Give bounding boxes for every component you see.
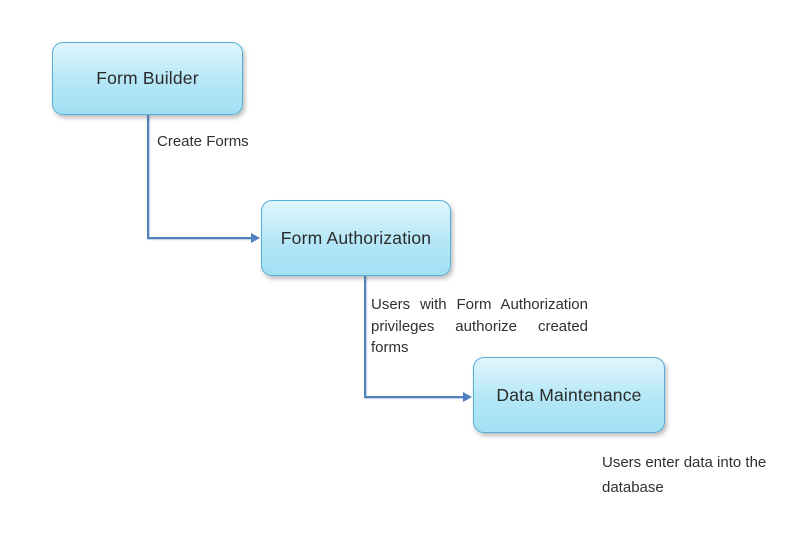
node-form-builder: Form Builder [52,42,243,115]
node-data-maintenance: Data Maintenance [473,357,665,433]
arrowhead-into-data-maintenance [463,392,472,402]
connector-create-forms-vertical [147,114,149,238]
edge-label-create-forms: Create Forms [157,133,249,150]
node-data-maintenance-label: Data Maintenance [496,384,642,405]
arrowhead-into-form-authorization [251,233,260,243]
connector-create-forms-horizontal [147,237,252,239]
node-form-authorization-label: Form Authorization [280,227,432,248]
edge-label-authorize-forms: Users with Form Authorization privileges… [371,296,588,356]
note-users-enter-data: Users enter data into the database [602,454,767,496]
connector-authorize-vertical [364,275,366,397]
node-form-builder-label: Form Builder [96,68,199,88]
connector-authorize-horizontal [364,396,464,398]
node-form-authorization: Form Authorization [261,200,451,276]
